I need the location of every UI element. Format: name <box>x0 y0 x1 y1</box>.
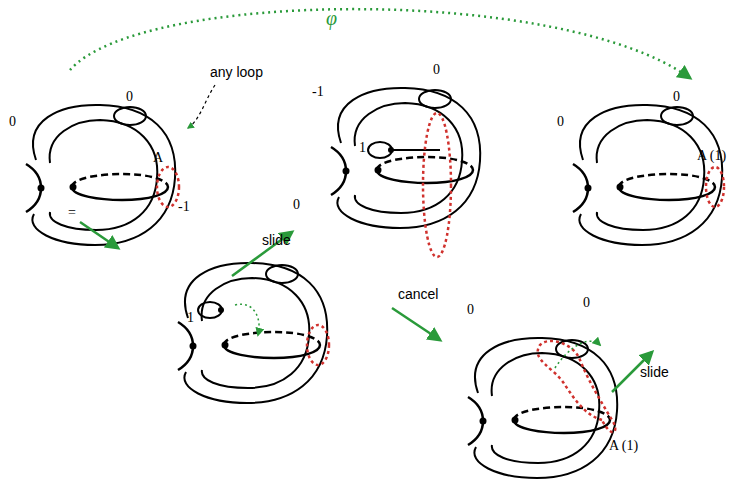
move-label: cancel <box>396 286 440 302</box>
framing-number: -1 <box>176 199 192 215</box>
move-label: slide <box>638 364 671 380</box>
framing-number: 0 <box>291 197 302 213</box>
loop-label: A <box>151 150 165 166</box>
framing-number: 1 <box>185 310 196 326</box>
framing-number: 0 <box>671 89 682 105</box>
framing-number: 0 <box>555 114 566 130</box>
framing-number: 1 <box>357 140 368 156</box>
move-label: slide <box>260 232 293 248</box>
framing-number: 0 <box>124 89 135 105</box>
framing-number: 0 <box>7 114 18 130</box>
map-symbol: φ <box>324 7 339 29</box>
loop-label: A (1) <box>607 438 640 454</box>
framing-number: 0 <box>465 302 476 318</box>
framing-number: 0 <box>581 295 592 311</box>
loop-label: A (1) <box>695 148 728 164</box>
annotation: any loop <box>208 64 265 80</box>
framing-number: -1 <box>310 84 326 100</box>
framing-number: 0 <box>431 62 442 78</box>
equals-sign: = <box>66 205 78 221</box>
